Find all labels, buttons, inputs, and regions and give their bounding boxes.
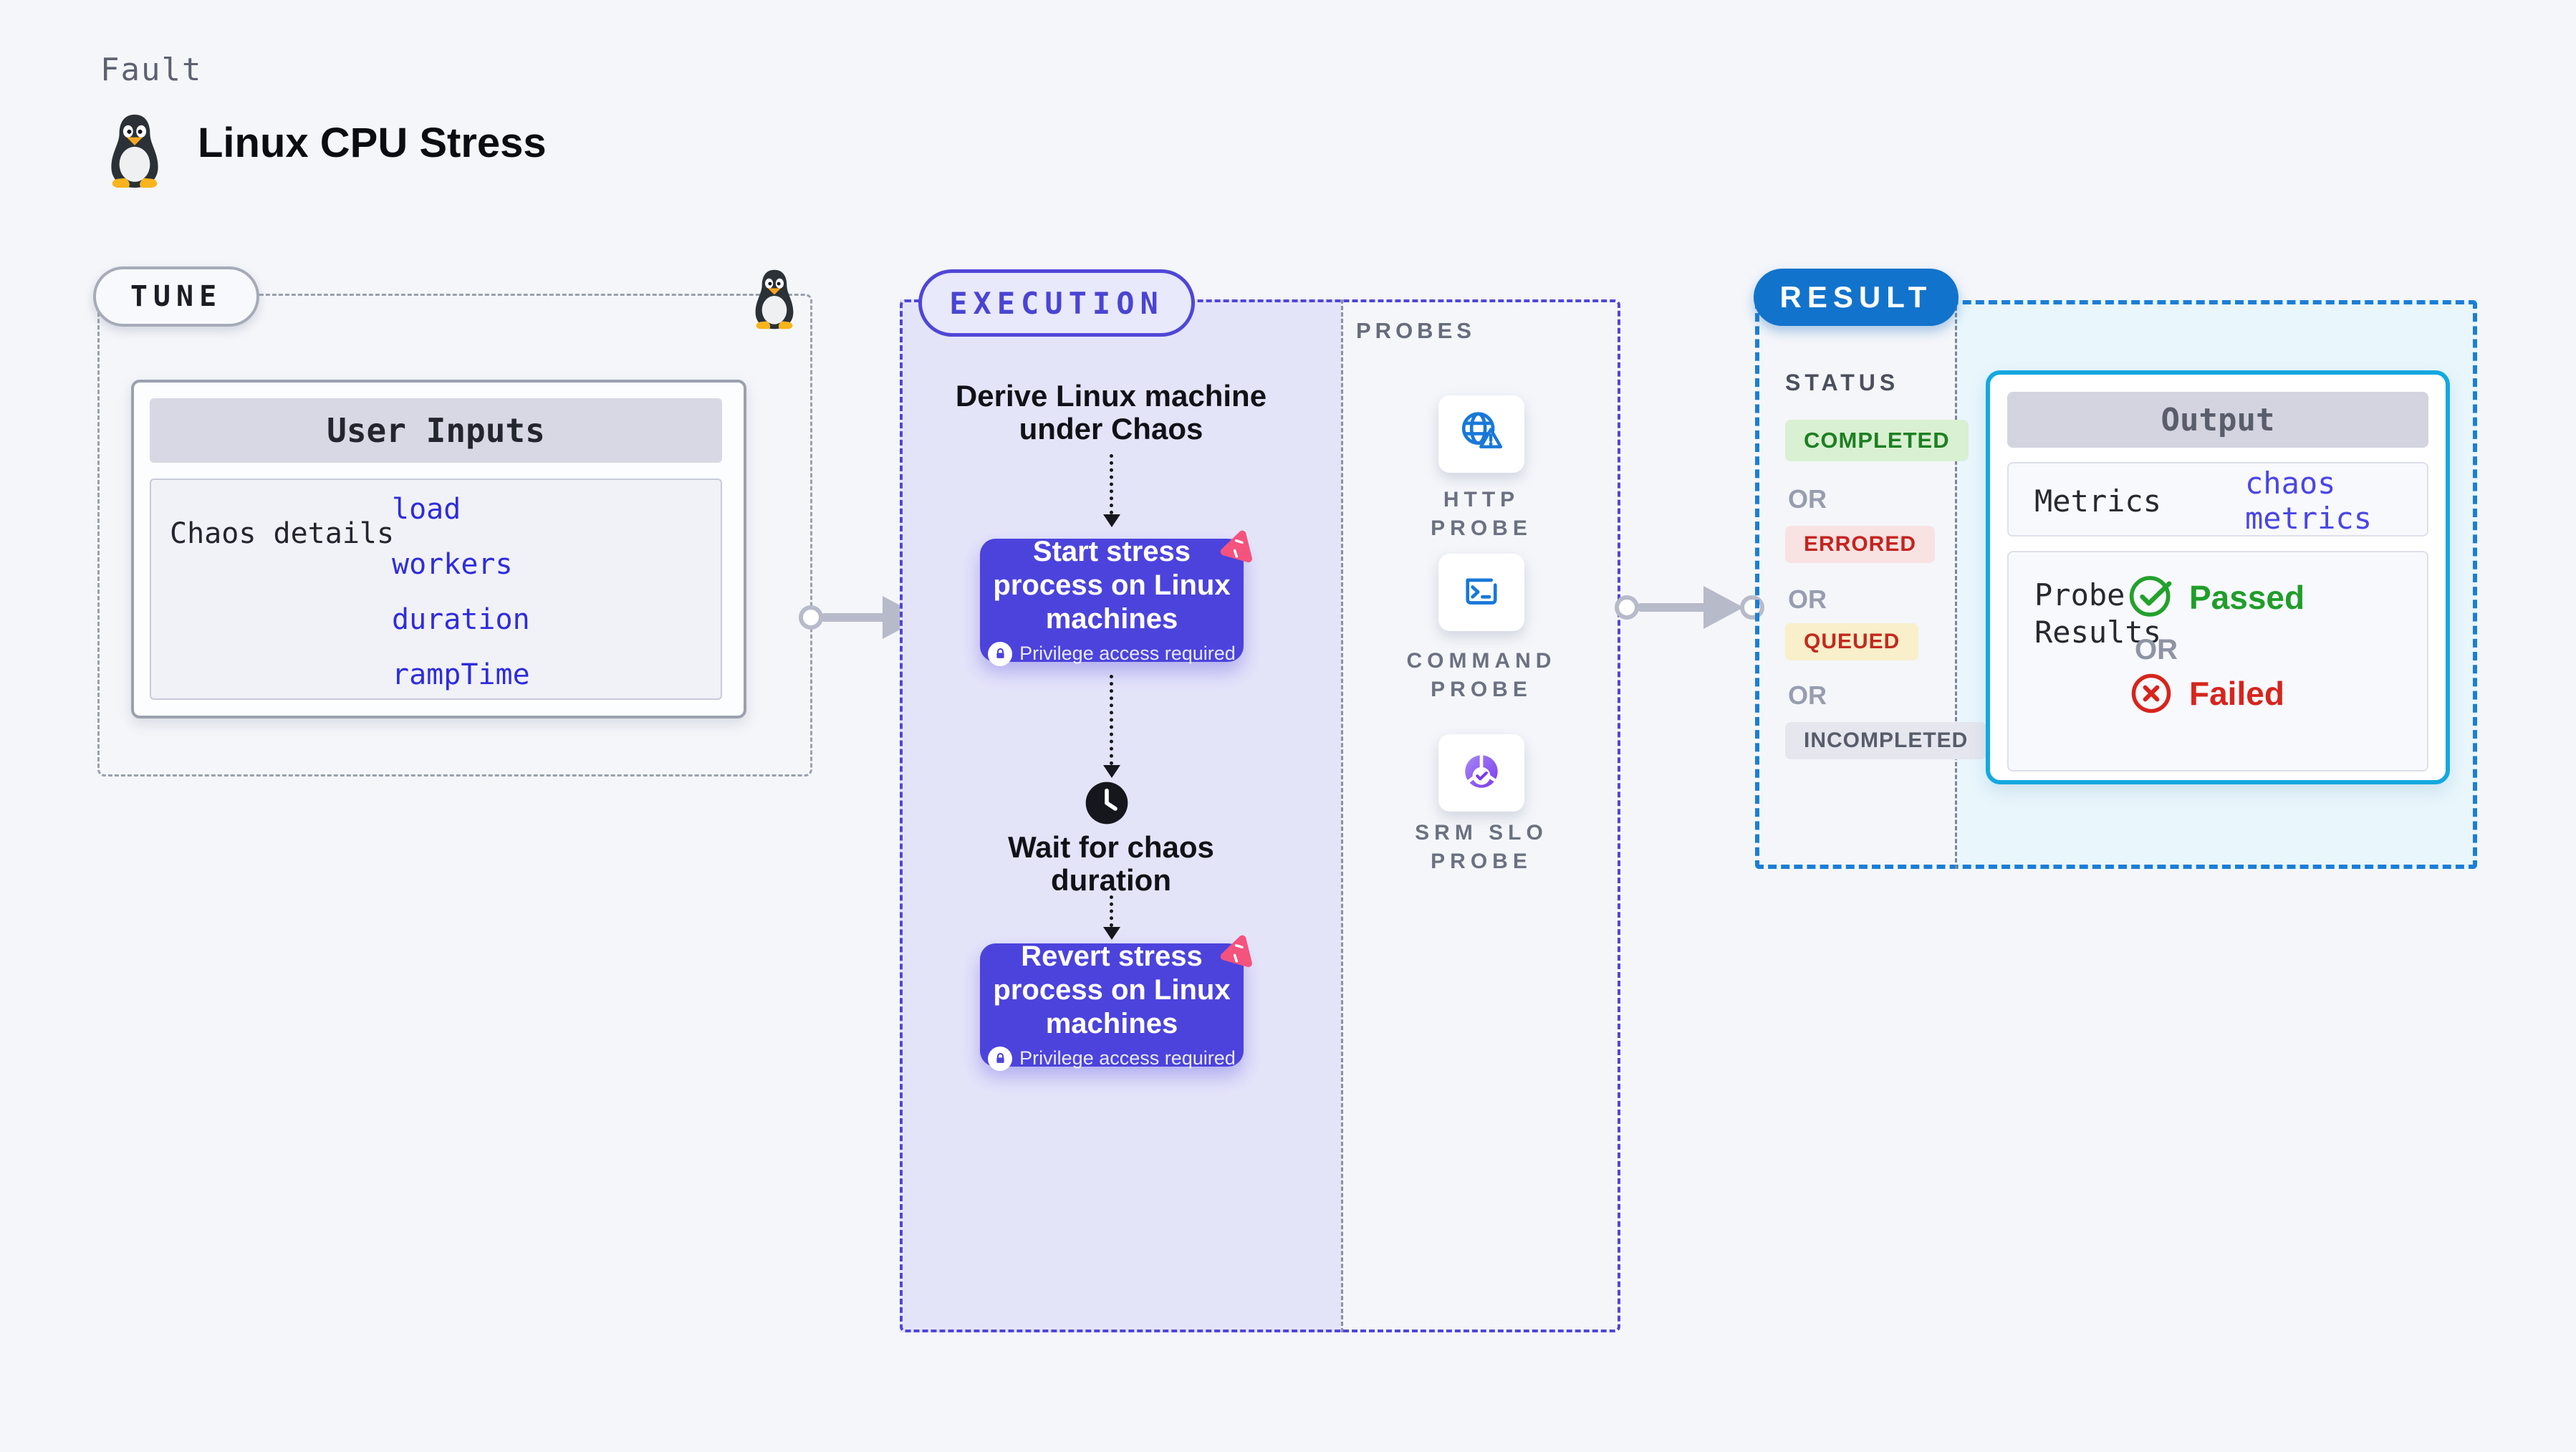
status-badge-incompleted: INCOMPLETED: [1785, 722, 1987, 759]
output-title: Output: [2007, 392, 2428, 448]
status-badge-queued: QUEUED: [1785, 623, 1919, 660]
connector-node: [1740, 595, 1764, 620]
lock-icon: [988, 641, 1013, 666]
status-badge-errored: ERRORED: [1785, 526, 1936, 563]
clock-icon: [1084, 780, 1130, 830]
fault-kicker: Fault: [100, 52, 203, 88]
user-inputs-table: Chaos details load workers duration ramp…: [150, 479, 722, 700]
input-links: load workers duration rampTime: [392, 491, 530, 693]
result-section-box: [1755, 300, 2477, 869]
chaos-litmus-icon: [1216, 933, 1256, 973]
srm-slo-probe-card: [1438, 734, 1524, 812]
start-stress-text: Start stress process on Linux machines: [993, 535, 1231, 635]
execution-pill: EXECUTION: [918, 269, 1195, 337]
tune-section-box: [97, 294, 812, 777]
tux-penguin-icon: [751, 265, 798, 337]
chaos-metrics-link[interactable]: chaos metrics: [2245, 466, 2373, 536]
wait-step-text: Wait for chaos duration: [1008, 830, 1214, 897]
flow-arrowhead-icon: [1103, 514, 1120, 527]
globe-alert-icon: [1456, 408, 1506, 461]
probes-divider: [1341, 299, 1343, 1332]
input-link-workers[interactable]: workers: [392, 548, 513, 581]
metrics-label: Metrics: [2034, 483, 2162, 519]
connector-node: [1615, 595, 1639, 620]
http-probe-card: [1438, 395, 1524, 473]
input-link-load[interactable]: load: [392, 493, 461, 526]
tux-penguin-icon: [105, 113, 165, 193]
revert-stress-step: Revert stress process on Linux machines …: [980, 940, 1244, 1071]
or-label: OR: [1788, 484, 1827, 514]
probe-results-label: Probe Results: [2034, 577, 2162, 650]
output-card: Output Metrics chaos metrics Probe Resul…: [1986, 370, 2450, 784]
revert-stress-text: Revert stress process on Linux machines: [993, 940, 1231, 1039]
user-inputs-title: User Inputs: [150, 398, 722, 463]
probe-results-row: Probe Results Passed OR Failed: [2007, 551, 2428, 771]
connector-node: [799, 605, 823, 630]
tune-pill: TUNE: [93, 266, 259, 327]
input-link-duration[interactable]: duration: [392, 603, 530, 636]
result-pill: RESULT: [1754, 269, 1959, 326]
failed-label: Failed: [2189, 675, 2284, 712]
execution-section-box: [900, 299, 1620, 1332]
metrics-row: Metrics chaos metrics: [2007, 462, 2428, 537]
or-label: OR: [1788, 681, 1827, 710]
flow-arrowhead-icon: [1103, 927, 1120, 940]
http-probe-label: HTTP PROBE: [1431, 488, 1532, 540]
chaos-litmus-icon: [1216, 529, 1256, 569]
x-circle-icon: [2129, 671, 2173, 719]
start-stress-step: Start stress process on Linux machines P…: [980, 536, 1244, 666]
passed-label: Passed: [2189, 579, 2305, 616]
flow-dotted-line: [1110, 675, 1113, 765]
or-label: OR: [2135, 634, 2178, 665]
check-circle-icon: [2128, 571, 2176, 623]
privilege-badge: Privilege access required: [988, 1046, 1236, 1071]
slo-pie-check-icon: [1458, 748, 1505, 799]
terminal-icon: [1458, 567, 1505, 618]
probes-heading: PROBES: [1356, 318, 1476, 343]
flow-arrowhead-icon: [1103, 765, 1120, 778]
status-heading: STATUS: [1785, 370, 1900, 395]
user-inputs-card: User Inputs Chaos details load workers d…: [131, 380, 746, 718]
lock-icon: [988, 1046, 1013, 1071]
or-label: OR: [1788, 585, 1827, 614]
status-badge-completed: COMPLETED: [1785, 420, 1969, 461]
result-divider: [1955, 300, 1957, 869]
srm-slo-probe-label: SRM SLO PROBE: [1415, 821, 1548, 873]
derive-step-text: Derive Linux machine under Chaos: [955, 379, 1267, 446]
command-probe-label: COMMAND PROBE: [1406, 649, 1557, 701]
flow-dotted-line: [1110, 895, 1113, 927]
page-title: Linux CPU Stress: [198, 120, 547, 166]
privilege-badge: Privilege access required: [988, 641, 1236, 666]
flow-dotted-line: [1110, 454, 1113, 514]
chaos-details-label: Chaos details: [170, 517, 395, 550]
command-probe-card: [1438, 554, 1524, 631]
connector-line: [820, 613, 892, 622]
input-link-ramptime[interactable]: rampTime: [392, 658, 530, 691]
connector-arrowhead-icon: [1703, 586, 1744, 629]
connector-line: [1637, 603, 1710, 612]
